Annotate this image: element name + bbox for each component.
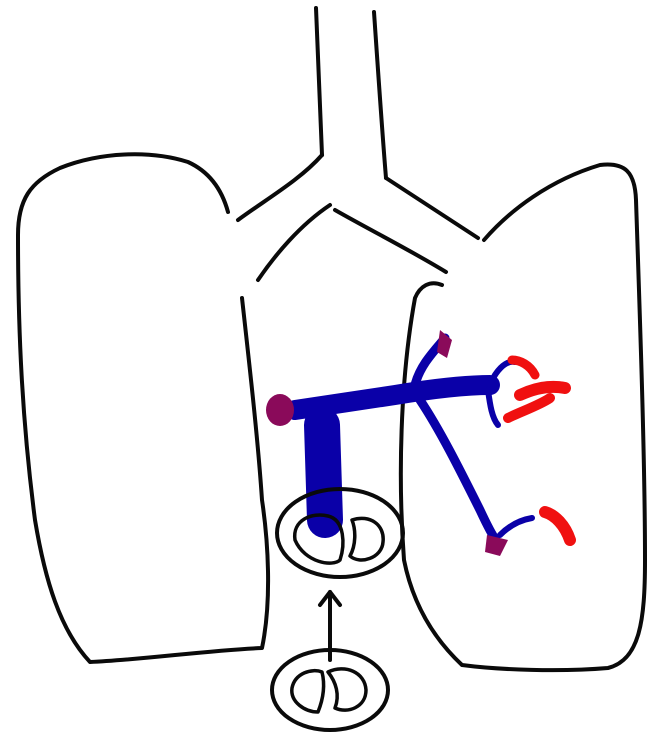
upper-capillary-loop-lower [488,390,498,425]
right-main-bronchus-lower [335,210,446,272]
trachea [316,8,386,178]
pulmonary-artery-branches [295,338,532,540]
red-capillary-upper [512,360,535,375]
heart-upper-right-chamber [350,518,383,560]
red-capillary-lower [508,398,550,418]
left-pulmonary-artery-end [266,394,294,426]
left-lung-outline [18,154,268,662]
oxygenated-capillaries [508,360,570,540]
heart-lower-left-chamber [292,671,324,712]
left-lung [18,154,268,662]
left-main-bronchus-upper [238,155,322,220]
left-main-bronchus-lower [258,205,330,280]
bronchi [238,155,478,280]
lower-branch [420,400,496,540]
lower-branch-end [485,535,508,556]
right-pulmonary-artery [295,385,490,410]
right-lung [401,164,645,670]
upper-capillary-loop [490,362,515,385]
red-capillary-middle [520,387,565,395]
upper-branch-end [437,330,452,358]
lower-capillary [500,518,532,535]
trachea-right-wall [374,12,386,178]
right-main-bronchus-upper [386,178,478,238]
right-lung-outline [401,164,645,670]
red-capillary-bottom [545,512,570,540]
pulmonary-trunk [322,425,325,520]
heart-lower-right-chamber [328,669,366,710]
trachea-left-wall [316,8,322,155]
